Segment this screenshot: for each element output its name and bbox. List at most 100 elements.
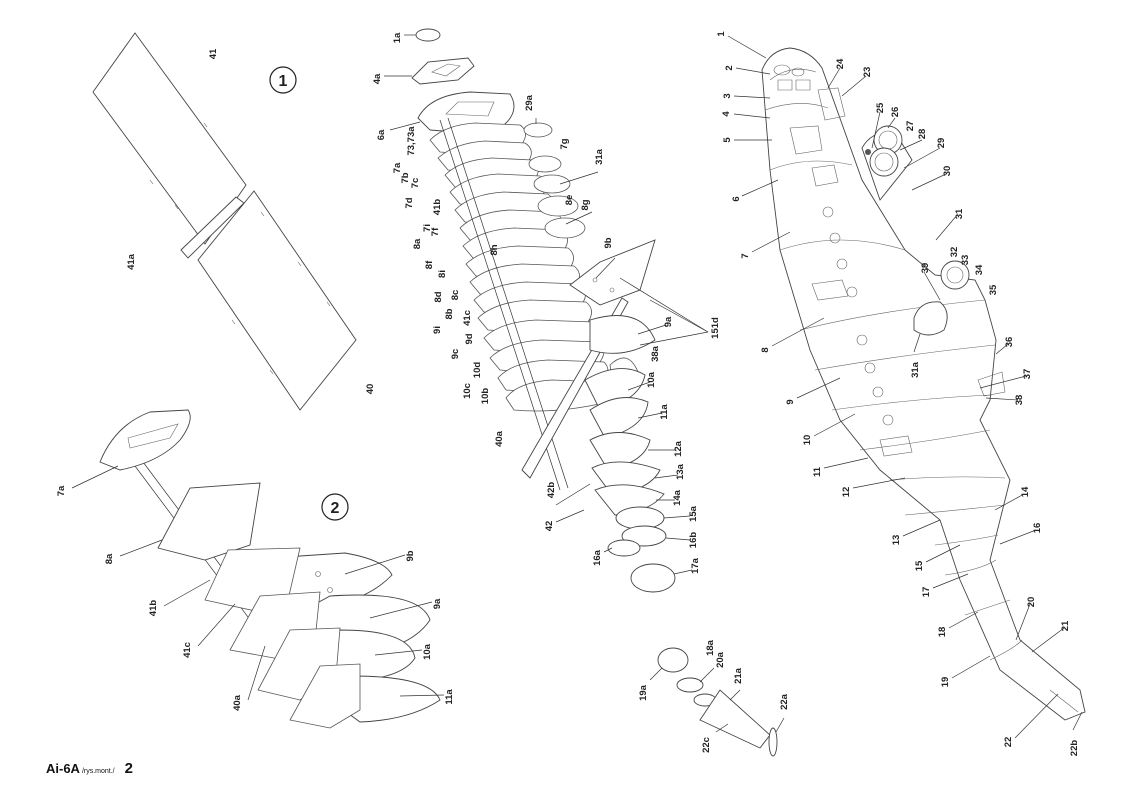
label-f20: 20	[1026, 597, 1037, 608]
small-parts	[657, 647, 778, 757]
label-f23: 23	[862, 67, 873, 78]
label-f7: 7	[740, 253, 751, 258]
label-41b-small: 41b	[148, 600, 159, 617]
label-f26: 26	[890, 107, 901, 118]
label-f11: 11	[812, 466, 823, 477]
label-9b: 9b	[603, 237, 614, 248]
label-f5: 5	[722, 137, 733, 143]
cap-17a	[630, 563, 676, 593]
label-f25: 25	[875, 102, 886, 113]
label-f8: 8	[760, 347, 771, 352]
labels-step2: 7a 8a 41b 41c 40a 9b 9a 10a 11a	[56, 465, 455, 711]
label-f30: 30	[942, 166, 953, 177]
label-10a: 10a	[646, 371, 657, 388]
wing-panel-41	[92, 32, 247, 245]
label-f31a: 31a	[910, 361, 921, 378]
label-10c: 10c	[462, 383, 473, 399]
disk-18a	[676, 677, 704, 693]
label-42b: 42b	[546, 482, 557, 499]
label-10a-small: 10a	[422, 643, 433, 660]
label-f24: 24	[835, 58, 846, 69]
labels-wing: 41 41a 40	[126, 48, 376, 394]
label-6a: 6a	[376, 129, 387, 140]
plate-9b	[569, 239, 656, 306]
footer-title: Ai-6A	[46, 761, 80, 776]
page-number: 2	[124, 760, 133, 777]
label-41: 41	[208, 48, 219, 59]
label-f33: 33	[960, 255, 971, 266]
label-38a: 38a	[650, 345, 661, 362]
wing-assembly-step-1	[92, 32, 357, 411]
label-20a: 20a	[715, 651, 726, 668]
label-f16: 16	[1032, 523, 1043, 534]
label-8b: 8b	[444, 308, 455, 319]
label-10d: 10d	[472, 362, 483, 379]
label-f1: 1	[716, 31, 727, 37]
label-f35: 35	[988, 284, 999, 295]
label-22c: 22c	[701, 737, 712, 753]
label-f19: 19	[940, 677, 951, 688]
label-21a: 21a	[733, 667, 744, 684]
step-marker-1: 1	[269, 66, 297, 94]
fuselage-body	[761, 47, 1086, 721]
frame-11a-outline	[289, 663, 361, 729]
label-f18: 18	[937, 627, 948, 638]
exploded-frames	[411, 28, 709, 593]
label-f22b: 22b	[1069, 740, 1080, 757]
label-8g: 8g	[580, 199, 591, 210]
label-10b: 10b	[480, 388, 491, 405]
label-8f: 8f	[424, 260, 435, 269]
label-11a-small: 11a	[444, 689, 455, 705]
label-f13: 13	[891, 535, 902, 546]
label-41b: 41b	[432, 199, 443, 216]
label-15a: 15a	[688, 505, 699, 522]
label-4a: 4a	[372, 73, 383, 84]
label-7a-small: 7a	[56, 485, 67, 496]
label-40a-small: 40a	[232, 694, 243, 711]
label-7a: 7a	[392, 162, 403, 173]
label-f3: 3	[722, 93, 733, 98]
label-f39: 39	[920, 263, 931, 274]
label-f6: 6	[731, 196, 742, 201]
frame-9a	[589, 315, 656, 354]
label-f36: 36	[1004, 337, 1015, 348]
step-marker-2-text: 2	[331, 500, 340, 517]
plate-4a	[411, 57, 475, 85]
frame-16a	[607, 539, 641, 557]
label-f28: 28	[917, 129, 928, 140]
page-footer: Ai-6A/rys.mont./ 2	[46, 760, 133, 778]
label-f34: 34	[974, 264, 985, 275]
label-f4: 4	[721, 111, 732, 117]
label-9d: 9d	[464, 333, 475, 344]
label-8i: 8i	[437, 270, 448, 278]
label-16b: 16b	[688, 532, 699, 549]
label-9a: 9a	[663, 316, 674, 327]
label-f10: 10	[802, 435, 813, 446]
label-8e: 8e	[564, 195, 575, 206]
label-29a: 29a	[524, 94, 535, 111]
labels-exploded: 1a 4a 6a 73,73a 7a 7b 7c 7d 41b 7i 7f 8a…	[372, 32, 721, 575]
label-f21: 21	[1060, 620, 1071, 631]
label-40: 40	[365, 384, 376, 395]
label-7g: 7g	[559, 138, 570, 149]
disk-19a	[657, 647, 689, 673]
label-9a-small: 9a	[432, 598, 443, 609]
label-f12: 12	[841, 487, 852, 498]
frame-7a	[99, 409, 191, 471]
label-14a: 14a	[672, 489, 683, 506]
label-13a: 13a	[675, 463, 686, 480]
label-8a: 8a	[412, 238, 423, 249]
label-f29: 29	[936, 138, 947, 149]
step-marker-2: 2	[321, 493, 349, 521]
label-40a: 40a	[494, 430, 505, 447]
label-7c: 7c	[410, 178, 421, 189]
label-9i: 9i	[432, 326, 443, 334]
wing-panel-40	[197, 190, 357, 411]
label-f27: 27	[905, 121, 916, 132]
label-f14: 14	[1020, 486, 1031, 497]
labels-small-parts: 18a 20a 21a 19a 22a 22c	[638, 639, 790, 753]
label-31a: 31a	[594, 148, 605, 165]
footer-subtitle: /rys.mont./	[81, 768, 115, 775]
label-f32: 32	[949, 247, 960, 258]
